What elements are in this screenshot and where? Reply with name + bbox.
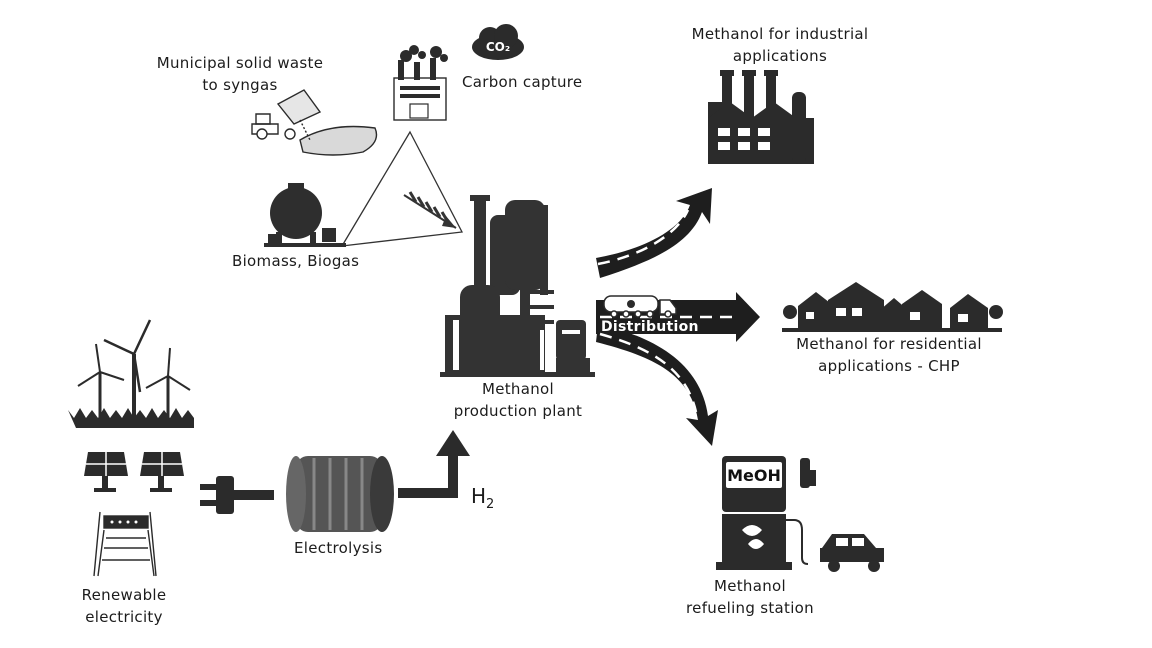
houses-icon [782,282,1003,332]
hydro-dam-icon [93,511,157,577]
factory-smoke-icon [393,45,448,121]
pump-sign: MeOH [727,466,781,485]
biogas-tank-icon [264,183,346,247]
h2-arrow-icon [398,430,470,498]
msw-label-line1: Municipal solid waste [156,54,324,72]
msw-label: Municipal solid waste to syngas [150,52,330,96]
renewable-label: Renewable electricity [64,584,184,628]
h2-label: H2 [471,484,494,512]
h2-label-sub: 2 [486,497,495,512]
methanol-plant-icon [440,195,595,377]
carbon-capture-label: Carbon capture [462,73,583,91]
renewable-label-line2: electricity [85,608,163,626]
renewable-label-line1: Renewable [81,586,167,604]
refueling-label: Methanol refueling station [680,575,820,619]
refueling-label-line1: Methanol [713,577,786,595]
wind-turbines-icon [68,319,194,428]
co2-badge: CO₂ [486,40,510,54]
biomass-label: Biomass, Biogas [232,252,360,270]
power-plug-icon [200,476,274,514]
plant-label: Methanol production plant [440,378,596,422]
co2-cloud-icon: CO₂ [472,24,524,60]
electrolysis-cylinder-icon [286,456,394,532]
residential-label: Methanol for residential applications - … [786,333,992,377]
residential-label-line2: applications - CHP [818,357,960,375]
plant-label-line2: production plant [453,402,583,420]
industrial-label-line2: applications [732,47,828,65]
tanker-truck-icon [603,295,677,318]
industrial-factory-icon [708,70,814,164]
solar-panel-icon [84,452,184,492]
dump-truck-icon [251,89,378,156]
industrial-label-line1: Methanol for industrial [691,25,869,43]
distribution-label: Distribution [601,319,699,335]
fuel-pump-icon: MeOH [716,456,816,570]
h2-label-main: H [471,484,487,508]
road-arrows-icon [596,188,760,446]
plant-label-line1: Methanol [481,380,554,398]
industrial-label: Methanol for industrial applications [680,23,880,67]
msw-label-line2: to syngas [202,76,278,94]
feed-arrow [340,130,464,247]
residential-label-line1: Methanol for residential [796,335,982,353]
electrolysis-label: Electrolysis [294,539,383,557]
refueling-label-line2: refueling station [686,599,814,617]
car-icon [820,534,884,572]
